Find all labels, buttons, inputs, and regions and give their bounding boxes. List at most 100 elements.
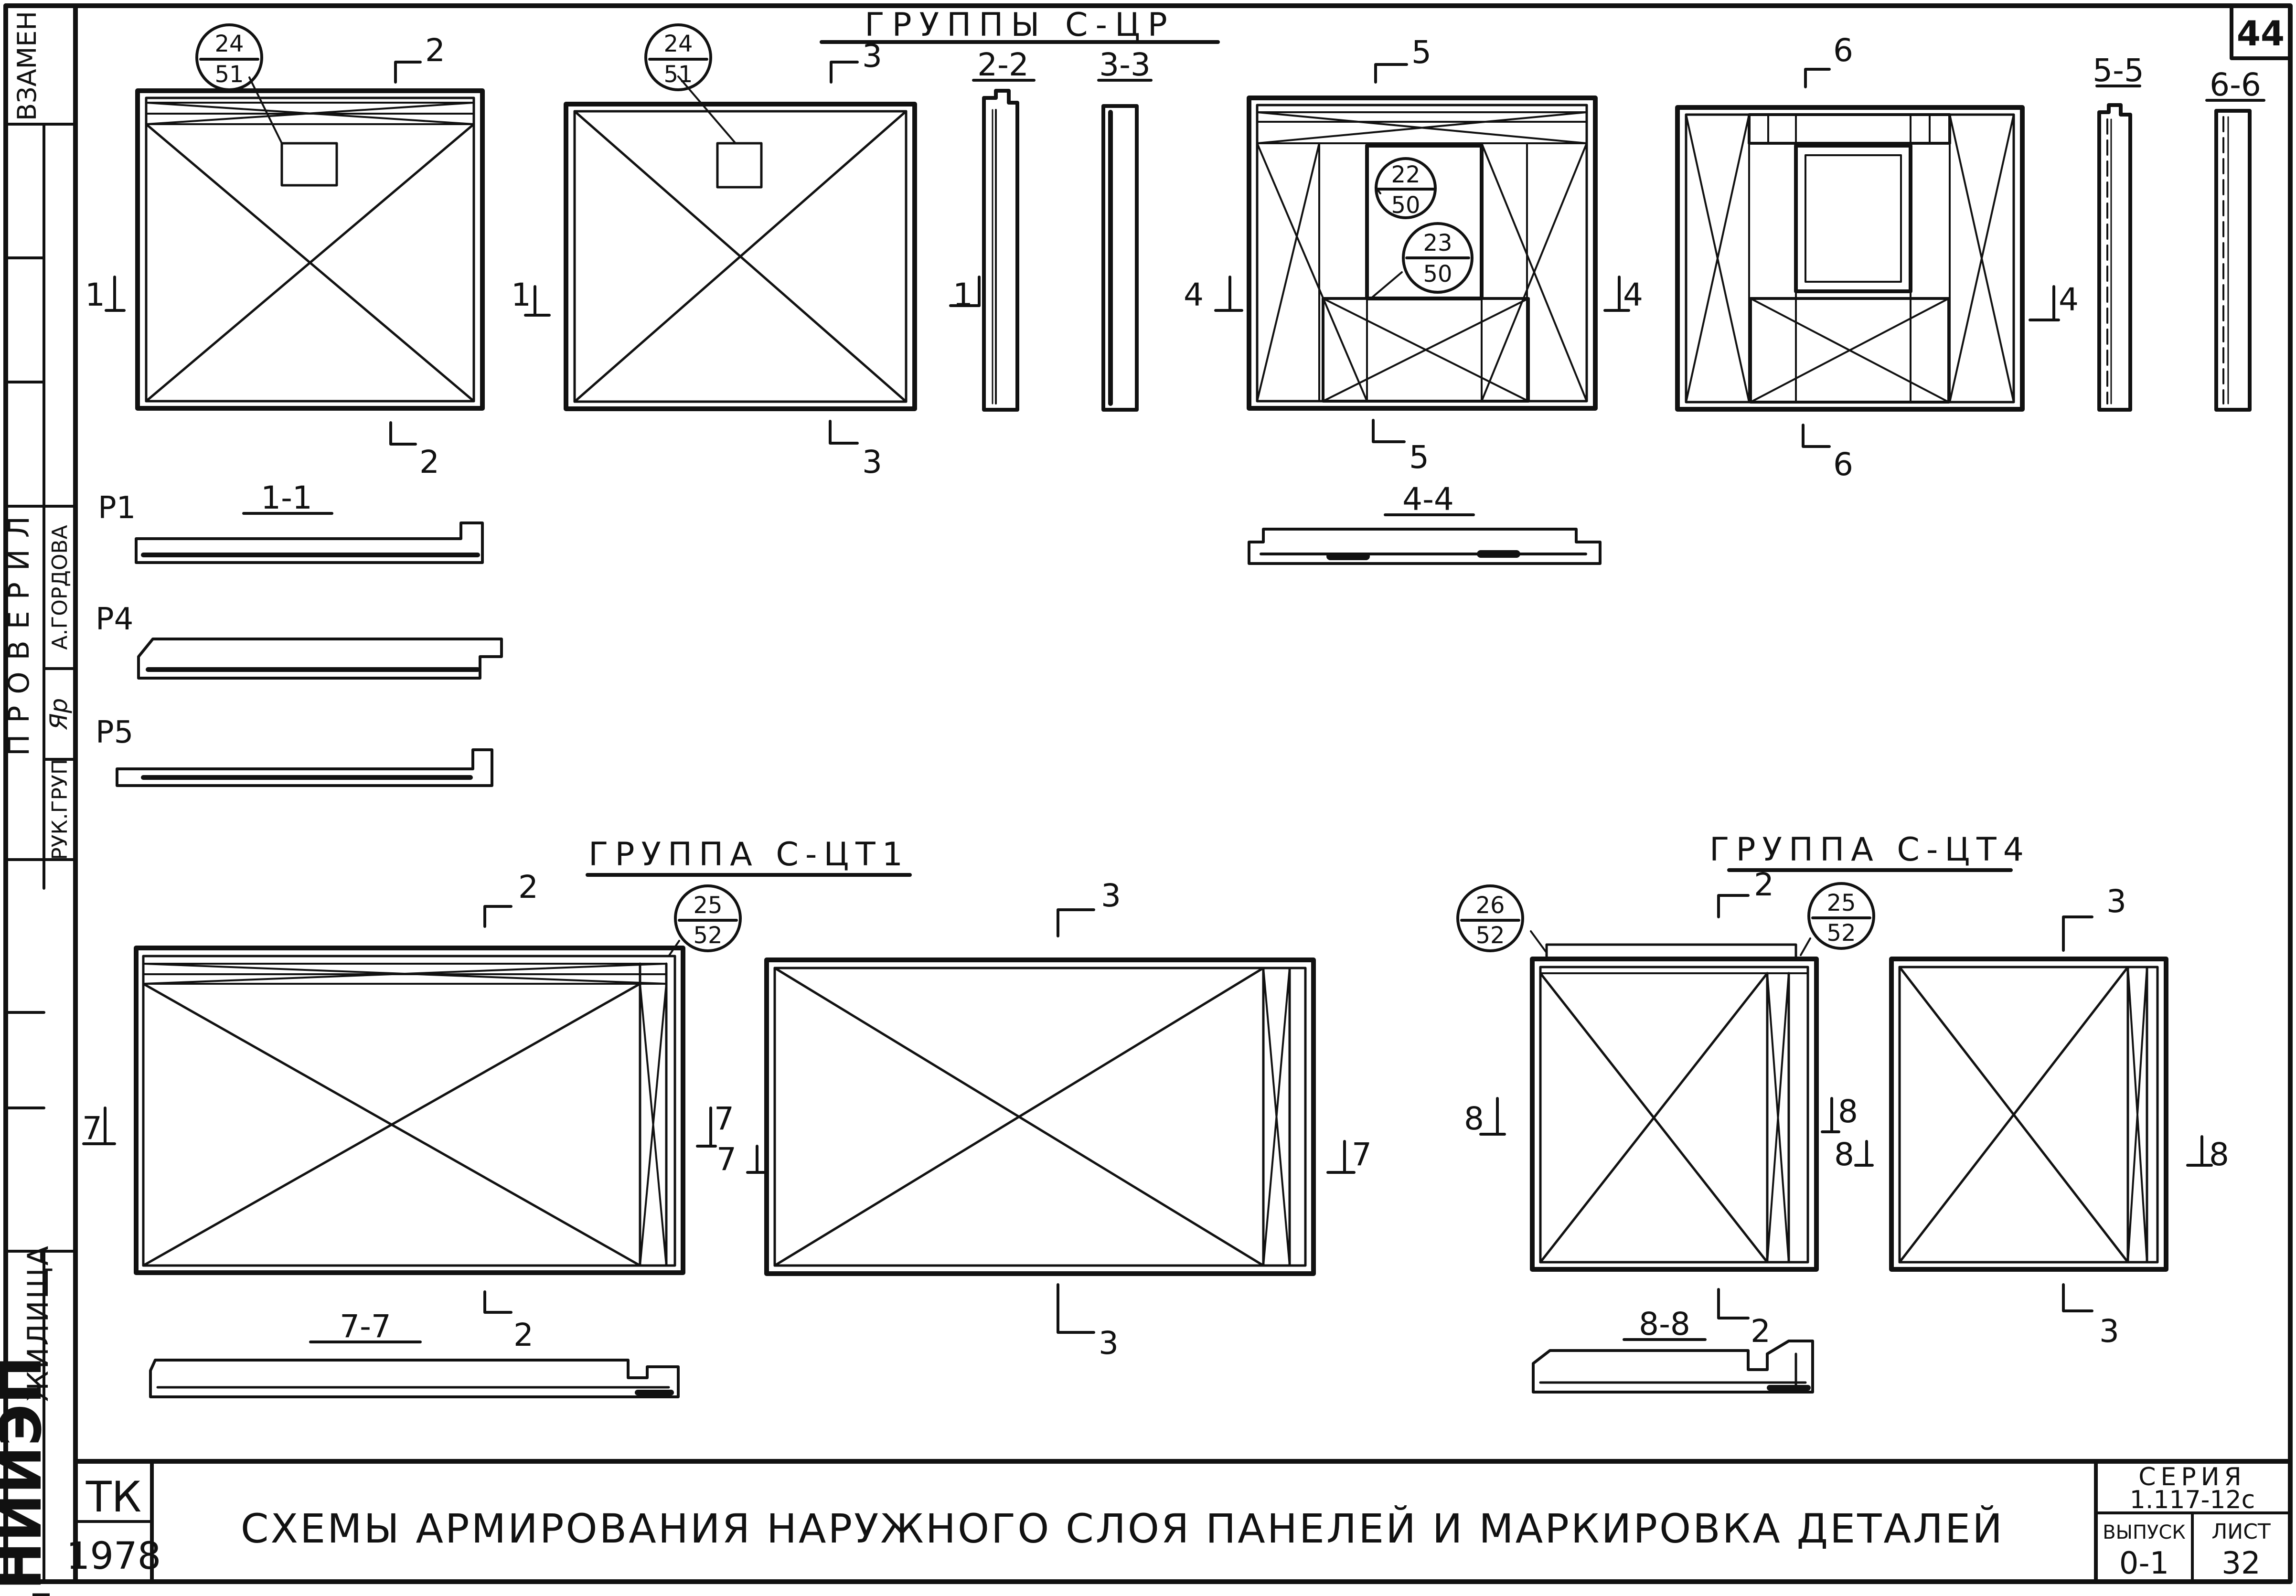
mark-8-a: 8 <box>1464 1100 1484 1137</box>
mark-4-b: 4 <box>1623 277 1643 313</box>
callout-52-bottom-ct1: 52 <box>693 922 722 949</box>
mark-3-a: 3 <box>862 38 882 74</box>
callout-circles <box>195 23 1875 952</box>
title-block-vypusk-value: 0-1 <box>2119 1546 2169 1581</box>
strip-vzamen: ВЗАМЕН <box>12 11 42 121</box>
mark-3-c: 3 <box>1101 877 1121 914</box>
panel-c-cr-2 <box>564 75 917 411</box>
profile-label-p5: P5 <box>96 715 133 750</box>
callout-23-top: 23 <box>1423 230 1452 256</box>
profile-p5 <box>116 748 493 787</box>
profile-p4 <box>137 638 503 680</box>
mark-7-c: 7 <box>716 1141 737 1178</box>
section-5-5-profile <box>2097 103 2132 412</box>
sheet-number-box <box>2230 4 2292 60</box>
profile-8-8 <box>1532 1340 1814 1394</box>
section-marks-top <box>105 61 2060 448</box>
panel-c-ct1-2 <box>764 958 1316 1276</box>
profile-labels: P1 P4 P5 <box>96 490 136 750</box>
strip-proveril: ПРОВЕРИЛ <box>2 505 36 756</box>
section-title-3-3: 3-3 <box>1099 46 1151 83</box>
panel-c-cr-1 <box>135 76 485 411</box>
title-block-seria-value: 1.117-12с <box>2130 1486 2255 1514</box>
mark-3-d: 3 <box>1099 1325 1119 1362</box>
profile-p1 <box>135 521 484 564</box>
mark-2-d: 2 <box>513 1317 534 1353</box>
section-2-2-profile <box>982 89 1019 412</box>
mark-2-c: 2 <box>518 869 538 905</box>
profile-label-p1: P1 <box>98 490 136 526</box>
sheet-number: 44 <box>2237 13 2285 53</box>
strip-ruk-grup: РУК.ГРУП <box>48 759 72 860</box>
title-block-list-label: ЛИСТ <box>2211 1520 2271 1544</box>
mark-1-b: 1 <box>511 277 531 313</box>
sheet-frame <box>73 3 2293 1584</box>
section-titles: 2-2 3-3 5-5 6-6 1-1 4-4 7-7 8-8 <box>261 46 2261 1345</box>
callout-50-bottom-c: 50 <box>1391 192 1420 219</box>
section-mark-numbers: 2 2 3 3 5 5 6 6 1 1 1 4 4 4 2 2 3 3 7 7 … <box>82 32 2229 1362</box>
profile-label-p4: P4 <box>96 602 133 637</box>
mark-7-b: 7 <box>714 1100 734 1137</box>
title-block-tk: ТК <box>85 1472 141 1522</box>
callout-51-bottom-a: 51 <box>214 61 244 88</box>
mark-5-a: 5 <box>1411 34 1431 71</box>
group-c-cr-title: ГРУППЫ С-ЦР <box>865 6 1175 44</box>
section-title-8-8: 8-8 <box>1639 1306 1690 1342</box>
mark-1-c: 1 <box>953 277 973 313</box>
section-title-1-1: 1-1 <box>261 479 312 516</box>
mark-5-b: 5 <box>1409 439 1429 476</box>
mark-3-f: 3 <box>2099 1313 2119 1350</box>
callout-22-top: 22 <box>1391 161 1420 188</box>
mark-8-c: 8 <box>1834 1136 1854 1173</box>
section-marks-ct4 <box>1479 894 2213 1319</box>
section-title-4-4: 4-4 <box>1402 481 1454 518</box>
mark-3-e: 3 <box>2106 883 2126 920</box>
section-6-6-profile <box>2214 109 2252 412</box>
mark-7-a: 7 <box>82 1110 102 1147</box>
callout-26-top-ct4: 26 <box>1475 892 1505 919</box>
mark-4-a: 4 <box>1184 277 1204 313</box>
mark-6-b: 6 <box>1833 446 1853 483</box>
strip-institute: ЦНИИЭП <box>0 1356 54 1596</box>
profile-4-4 <box>1248 528 1602 565</box>
panel-c-ct4-1 <box>1530 930 1819 1272</box>
mark-1-a: 1 <box>85 277 105 313</box>
callout-24-top-b: 24 <box>663 31 693 57</box>
callout-25-top-ct1: 25 <box>693 892 722 919</box>
mark-8-b: 8 <box>1838 1093 1858 1130</box>
title-block-year: 1978 <box>66 1535 161 1578</box>
mark-2-a: 2 <box>425 32 445 69</box>
callout-25-top-ct4: 25 <box>1826 890 1856 916</box>
panel-c-cr-3 <box>1247 96 1598 411</box>
section-3-3-profile <box>1101 104 1139 412</box>
title-block-main-title: СХЕМЫ АРМИРОВАНИЯ НАРУЖНОГО СЛОЯ ПАНЕЛЕЙ… <box>241 1505 2004 1552</box>
mark-6-a: 6 <box>1833 32 1853 69</box>
callout-52-bottom-ct4a: 52 <box>1475 922 1505 949</box>
section-title-5-5: 5-5 <box>2093 52 2144 89</box>
mark-7-d: 7 <box>1352 1136 1372 1173</box>
group-c-ct4-title: ГРУППА С-ЦТ4 <box>1709 831 2030 869</box>
section-title-7-7: 7-7 <box>340 1308 391 1345</box>
section-title-6-6: 6-6 <box>2210 66 2261 103</box>
group-c-ct1-title: ГРУППА С-ЦТ1 <box>588 836 909 873</box>
section-title-2-2: 2-2 <box>977 46 1029 83</box>
panel-c-ct1-1 <box>134 940 685 1275</box>
callout-50-bottom-d: 50 <box>1423 261 1452 287</box>
section-marks-ct1 <box>82 905 1356 1334</box>
mark-8-d: 8 <box>2209 1136 2229 1173</box>
title-block-vypusk-label: ВЫПУСК <box>2103 1522 2186 1543</box>
mark-2-b: 2 <box>419 444 439 480</box>
strip-zhilishcha: ЖИЛИЩА <box>21 1244 55 1402</box>
profile-7-7 <box>149 1359 680 1398</box>
callout-52-bottom-ct4b: 52 <box>1826 920 1856 947</box>
mark-4-c: 4 <box>2059 281 2079 318</box>
strip-signature: Яр <box>45 698 73 730</box>
title-block-seria-label: СЕРИЯ <box>2138 1463 2246 1491</box>
callout-24-top-a: 24 <box>214 31 244 57</box>
panel-c-ct4-2 <box>1889 957 2168 1272</box>
callout-labels: 24 51 24 51 22 50 23 50 25 52 26 52 25 5… <box>214 31 1856 949</box>
strip-author: А.ГОРДОВА <box>48 525 72 649</box>
mark-3-b: 3 <box>862 444 882 480</box>
mark-2-f: 2 <box>1751 1313 1771 1350</box>
